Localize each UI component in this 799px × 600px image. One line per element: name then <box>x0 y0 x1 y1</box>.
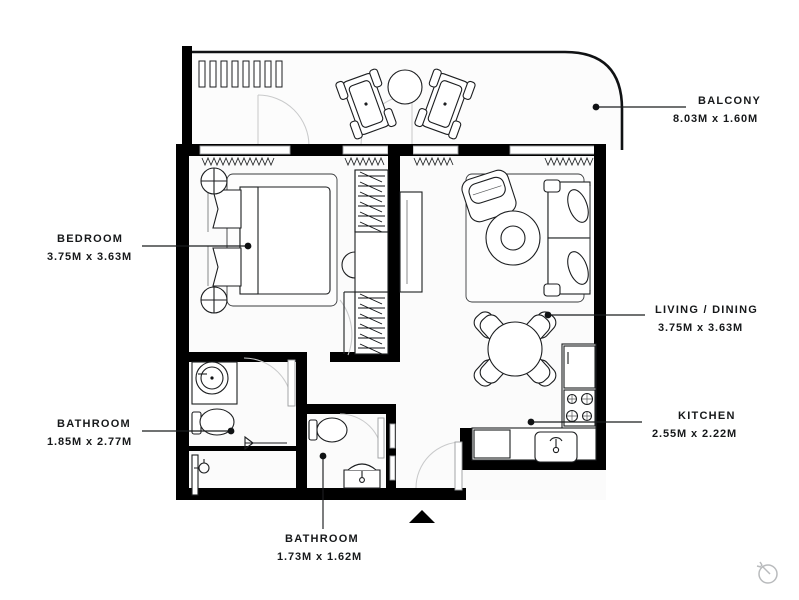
bathroom-second-fixtures <box>308 413 396 489</box>
nightstand-top <box>200 167 228 195</box>
bath-main-shower <box>191 454 210 496</box>
room-label-balcony: BALCONY <box>698 95 761 107</box>
right-exterior-wall-lower <box>594 344 606 470</box>
entry-door-leaf <box>454 441 463 491</box>
sink <box>534 431 578 463</box>
room-dimensions-living-dining: 3.75M x 3.63M <box>658 322 743 334</box>
room-label-living-dining: LIVING / DINING <box>655 304 758 316</box>
bottom-wall-left <box>176 488 303 500</box>
balcony-louvers <box>198 60 283 88</box>
corridor-stool <box>341 251 356 279</box>
right-exterior-wall-upper <box>594 144 606 344</box>
living-window <box>509 145 599 155</box>
bathroom-main-top-wall <box>189 352 307 362</box>
annotation-bedroom: BEDROOM 3.75M x 3.63M <box>47 233 252 263</box>
leader-dot-kitchen <box>527 418 535 426</box>
logo-watermark <box>756 561 778 584</box>
wardrobe-upper <box>354 169 389 233</box>
left-exterior-wall <box>176 144 189 500</box>
annotation-kitchen: KITCHEN 2.55M x 2.22M <box>527 410 737 440</box>
bed-pillow-bottom <box>212 247 242 287</box>
room-label-bathroom-second: BATHROOM <box>285 533 359 545</box>
leader-dot-bedroom <box>244 242 252 250</box>
leader-dot-balcony <box>592 103 600 111</box>
room-dimensions-kitchen: 2.55M x 2.22M <box>652 428 737 440</box>
corridor-spine-wall <box>388 150 400 360</box>
corridor-bottom-wall <box>330 352 400 362</box>
nightstand-bottom <box>200 286 228 314</box>
bath-main-wc <box>191 408 235 436</box>
balcony-armchair-left <box>335 68 397 140</box>
room-dimensions-bathroom-second: 1.73M x 1.62M <box>277 551 362 563</box>
bedroom-window <box>199 145 291 155</box>
annotation-bathroom-second: BATHROOM 1.73M x 1.62M <box>277 452 362 563</box>
bath-second-door-leaf <box>377 417 385 459</box>
shower-divider <box>189 446 307 451</box>
coffee-table <box>485 210 541 266</box>
living-furniture <box>461 169 591 387</box>
living-armchair <box>461 169 517 223</box>
kitchen-fixtures <box>471 343 597 463</box>
corridor-window-right <box>412 145 459 155</box>
corridor-window-left <box>342 145 389 155</box>
annotation-living-dining: LIVING / DINING 3.75M x 3.63M <box>544 304 758 334</box>
bath-main-basin <box>195 361 229 395</box>
bed-headboard <box>239 186 259 295</box>
wardrobe-lower <box>354 291 389 355</box>
room-label-bedroom: BEDROOM <box>57 233 123 245</box>
bath-second-basin <box>343 463 381 489</box>
bath-second-niche-lower <box>389 455 396 481</box>
sofa <box>543 179 591 297</box>
room-dimensions-balcony: 8.03M x 1.60M <box>673 113 758 125</box>
leader-dot-bathroom-second <box>319 452 327 460</box>
entry-door-group <box>409 441 463 523</box>
corridor-cabinet <box>354 231 389 293</box>
bottom-wall-entry <box>416 488 466 500</box>
bathroom-main-fixtures <box>189 357 307 496</box>
fridge <box>563 345 596 389</box>
entry-door-swing <box>415 441 463 489</box>
leader-dot-living-dining <box>544 311 552 319</box>
kitchen-left-wall <box>460 428 472 470</box>
balcony-rail <box>190 50 624 150</box>
bathroom-main-right-wall <box>296 352 307 492</box>
bath-second-niche-upper <box>389 423 396 449</box>
curtain-symbols <box>201 156 594 167</box>
bottom-wall-mid <box>296 488 424 500</box>
room-label-kitchen: KITCHEN <box>678 410 736 422</box>
room-label-bathroom-main: BATHROOM <box>57 418 131 430</box>
balcony-side-table <box>387 69 423 105</box>
annotation-bathroom-main: BATHROOM 1.85M x 2.77M <box>47 418 235 448</box>
bath-second-wc <box>308 417 348 443</box>
bed-pillow-top <box>212 189 242 229</box>
room-dimensions-bathroom-main: 1.85M x 2.77M <box>47 436 132 448</box>
balcony-area <box>182 46 624 150</box>
balcony-armchair-right <box>414 68 476 140</box>
leader-dot-bathroom-main <box>227 427 235 435</box>
balcony-left-post <box>182 46 192 150</box>
room-dimensions-bedroom: 3.75M x 3.63M <box>47 251 132 263</box>
annotation-balcony: BALCONY 8.03M x 1.60M <box>592 95 761 125</box>
kitchen-base-cabinet <box>473 429 511 459</box>
annotation-layer: BALCONY 8.03M x 1.60M BEDROOM 3.75M x 3.63M… <box>47 95 761 563</box>
bath-main-fitting <box>244 435 287 451</box>
entry-marker <box>409 510 435 523</box>
cooktop <box>563 389 596 427</box>
wardrobe-units <box>341 169 423 355</box>
bedroom-door-swing <box>339 299 353 356</box>
bath-main-door-leaf <box>287 359 296 407</box>
bedroom-furniture <box>200 167 353 356</box>
dining-table <box>473 311 557 387</box>
bathroom-second-top-wall <box>296 404 396 414</box>
corridor-console <box>399 191 423 293</box>
